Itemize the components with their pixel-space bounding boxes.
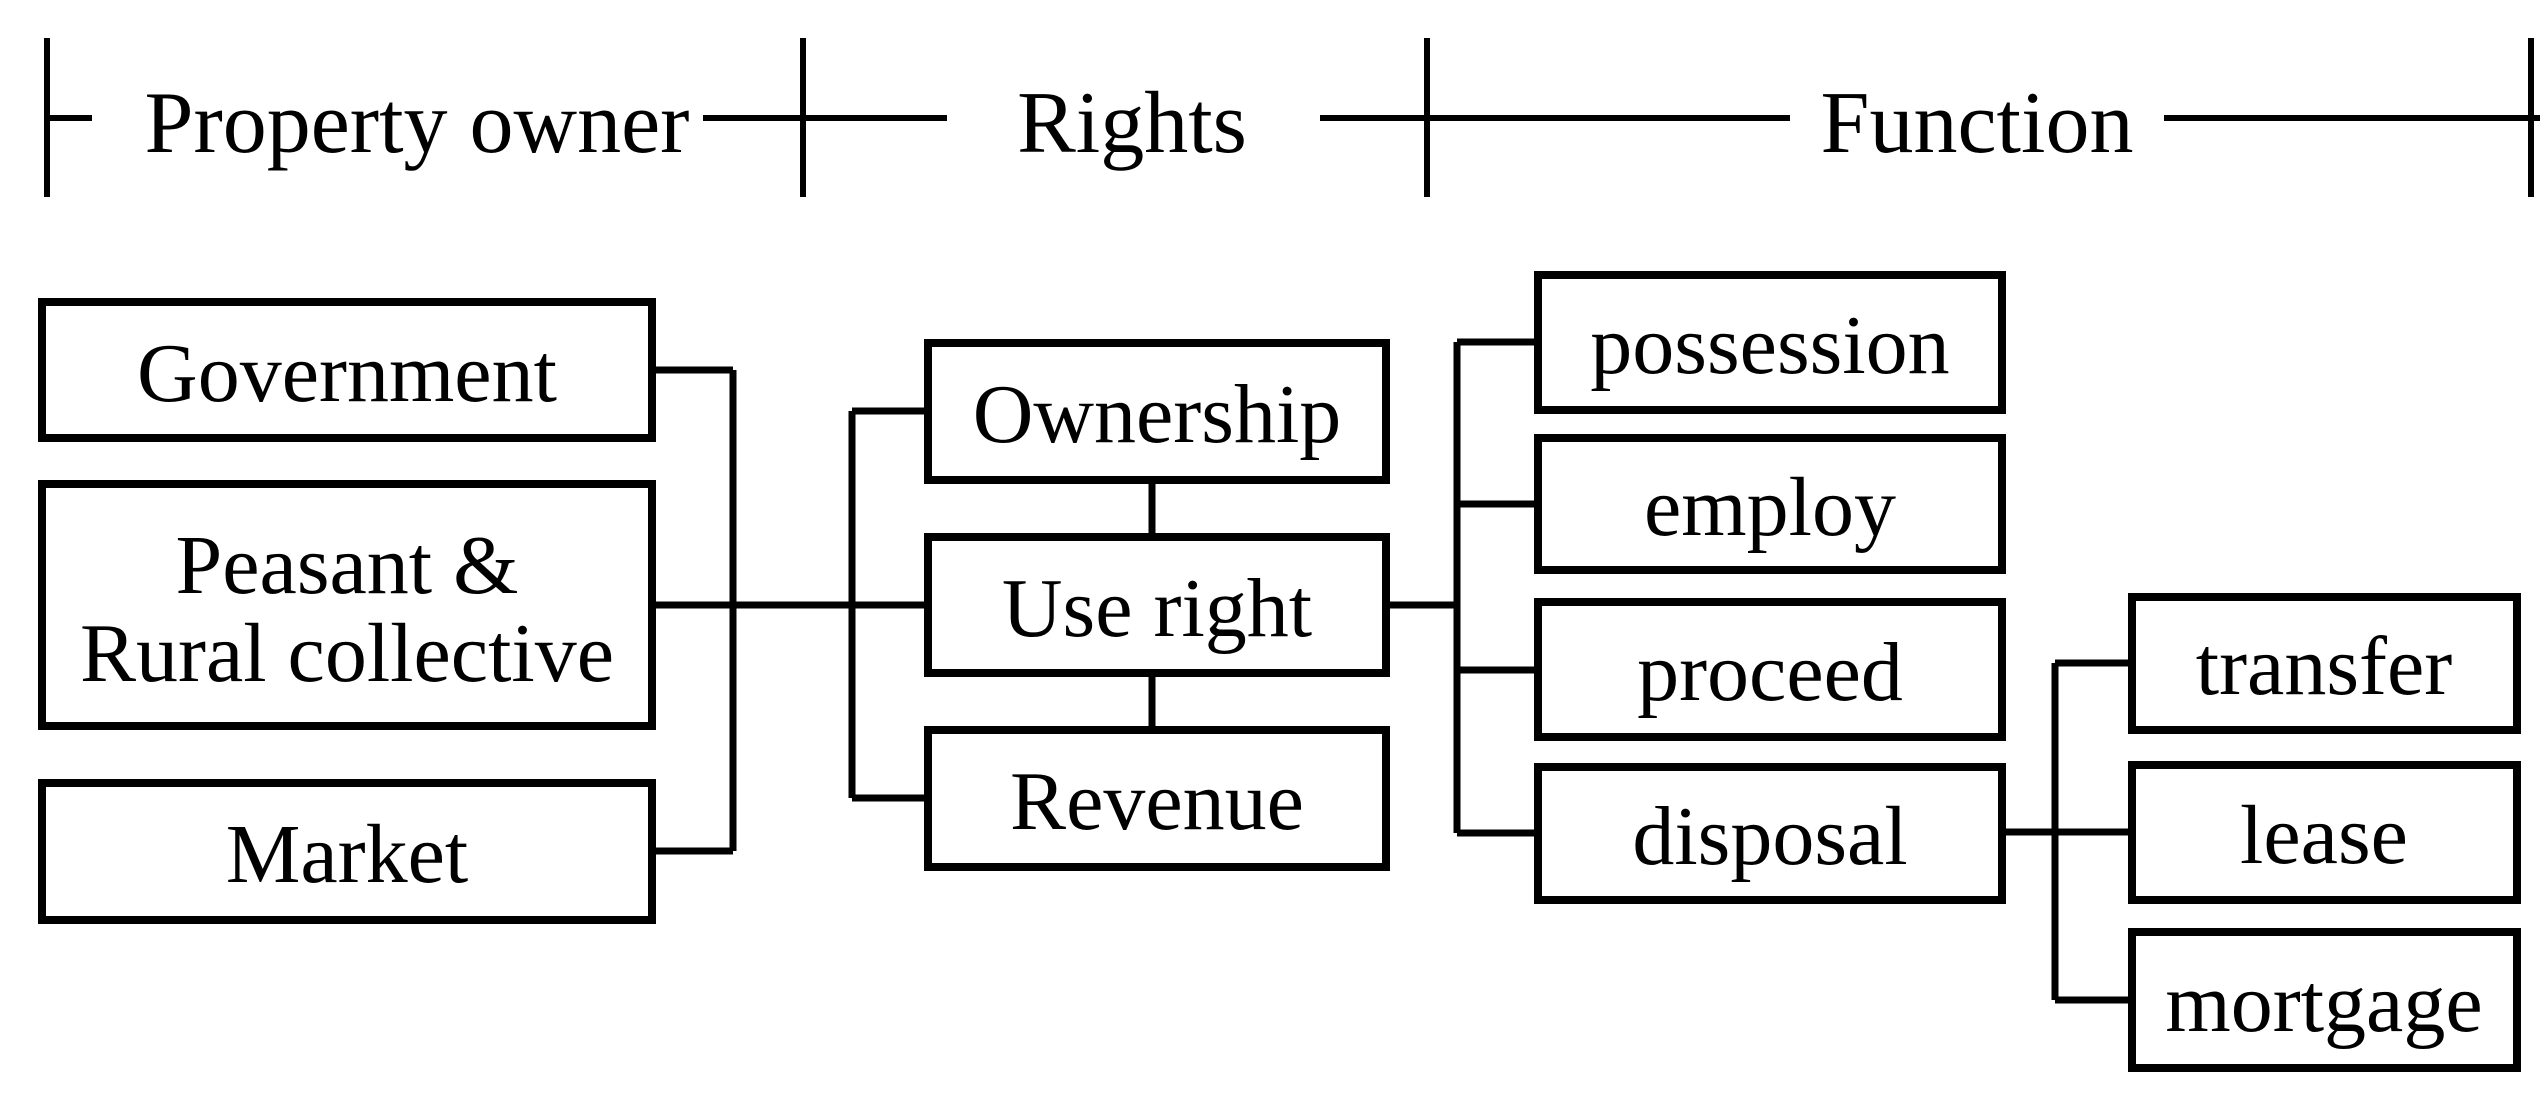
- use-right-label: Use right: [1002, 562, 1312, 655]
- government-box: [38, 298, 656, 442]
- employ-box: [1534, 434, 2006, 574]
- section-label-property-owner: Property owner: [145, 75, 690, 172]
- column-disposal-functions: transfer lease mortgage: [2128, 593, 2521, 1072]
- transfer-box: [2128, 593, 2521, 734]
- mortgage-label: mortgage: [2165, 957, 2482, 1050]
- government-label: Government: [137, 327, 557, 420]
- proceed-box: [1534, 598, 2006, 741]
- ownership-label: Ownership: [973, 368, 1342, 461]
- possession-box: [1534, 271, 2006, 414]
- column-property-owner: Government Peasant & Rural collective Ma…: [38, 298, 656, 924]
- peasant-label-line1: Peasant &: [176, 519, 519, 612]
- market-box: [38, 779, 656, 924]
- mortgage-box: [2128, 928, 2521, 1072]
- header-band: Property owner Rights Function: [44, 38, 2540, 197]
- disposal-label: disposal: [1632, 790, 1907, 883]
- disposal-box: [1534, 763, 2006, 904]
- revenue-box: [924, 726, 1390, 871]
- revenue-label: Revenue: [1010, 755, 1304, 848]
- possession-label: possession: [1590, 299, 1949, 392]
- column-rights: Ownership Use right Revenue: [924, 339, 1390, 871]
- peasant-rural-collective-box: [38, 480, 656, 730]
- lease-box: [2128, 761, 2521, 904]
- section-label-rights: Rights: [1017, 75, 1247, 172]
- ownership-box: [924, 339, 1390, 484]
- peasant-label-line2: Rural collective: [80, 607, 614, 700]
- proceed-label: proceed: [1637, 626, 1903, 719]
- section-label-function: Function: [1821, 75, 2134, 172]
- employ-label: employ: [1644, 461, 1896, 554]
- connectors: [652, 338, 2132, 1004]
- transfer-label: transfer: [2196, 620, 2453, 713]
- column-function: possession employ proceed disposal: [1534, 271, 2006, 904]
- market-label: Market: [226, 808, 469, 901]
- lease-label: lease: [2240, 789, 2408, 882]
- use-right-box: [924, 533, 1390, 677]
